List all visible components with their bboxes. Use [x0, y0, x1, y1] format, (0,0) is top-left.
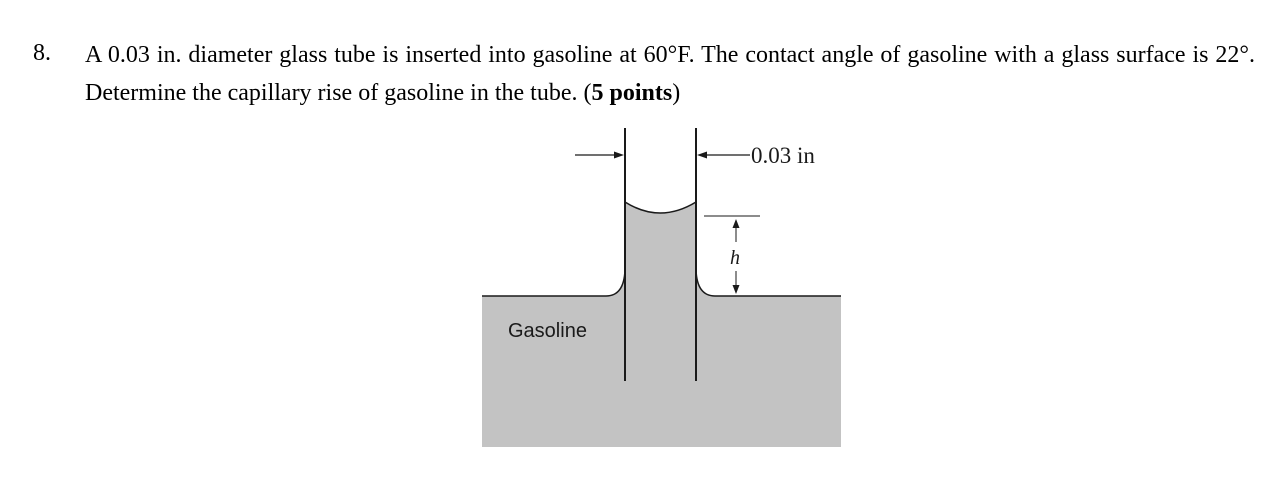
question-number: 8. — [33, 40, 51, 66]
points-close: ) — [672, 80, 681, 106]
problem-statement: 8. A 0.03 in. diameter glass tube is ins… — [0, 0, 1275, 120]
height-label: h — [730, 247, 740, 269]
gasoline-region — [482, 202, 841, 447]
gasoline-label: Gasoline — [508, 320, 587, 342]
meniscus — [624, 201, 697, 214]
question-body: A 0.03 in. diameter glass tube is insert… — [85, 42, 1255, 106]
free-surface-left — [482, 269, 626, 297]
height-arrowhead-down — [732, 285, 740, 294]
height-arrowhead-up — [732, 219, 740, 228]
diameter-arrowhead-right — [697, 151, 707, 159]
question-text: A 0.03 in. diameter glass tube is insert… — [85, 36, 1255, 112]
diameter-label: 0.03 in — [751, 143, 815, 168]
points-value: 5 points — [591, 80, 673, 106]
diameter-arrowhead-left — [614, 151, 624, 159]
free-surface-right — [695, 269, 841, 297]
